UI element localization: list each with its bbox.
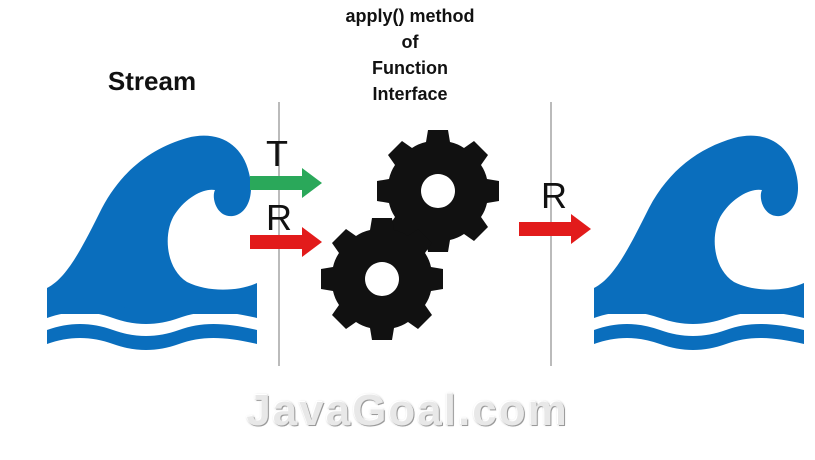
arrow-right-icon (250, 227, 322, 257)
method-title-line: Function (372, 58, 448, 78)
gear-icon (321, 218, 443, 340)
wave-icon (594, 135, 804, 350)
method-title-line: of (401, 32, 419, 52)
method-title: apply() method of Function Interface (330, 3, 490, 107)
stream-label: Stream (107, 66, 197, 96)
wave-icon (47, 135, 257, 350)
arrow-right-icon (519, 214, 591, 244)
method-title-line: Interface (372, 84, 448, 104)
watermark: JavaGoal.com (246, 386, 569, 435)
input-type-r-label: R (266, 197, 292, 238)
arrow-right-icon (250, 168, 322, 198)
output-type-r-label: R (541, 175, 567, 216)
input-type-t-label: T (266, 133, 288, 174)
method-title-line: apply() method (345, 6, 475, 26)
